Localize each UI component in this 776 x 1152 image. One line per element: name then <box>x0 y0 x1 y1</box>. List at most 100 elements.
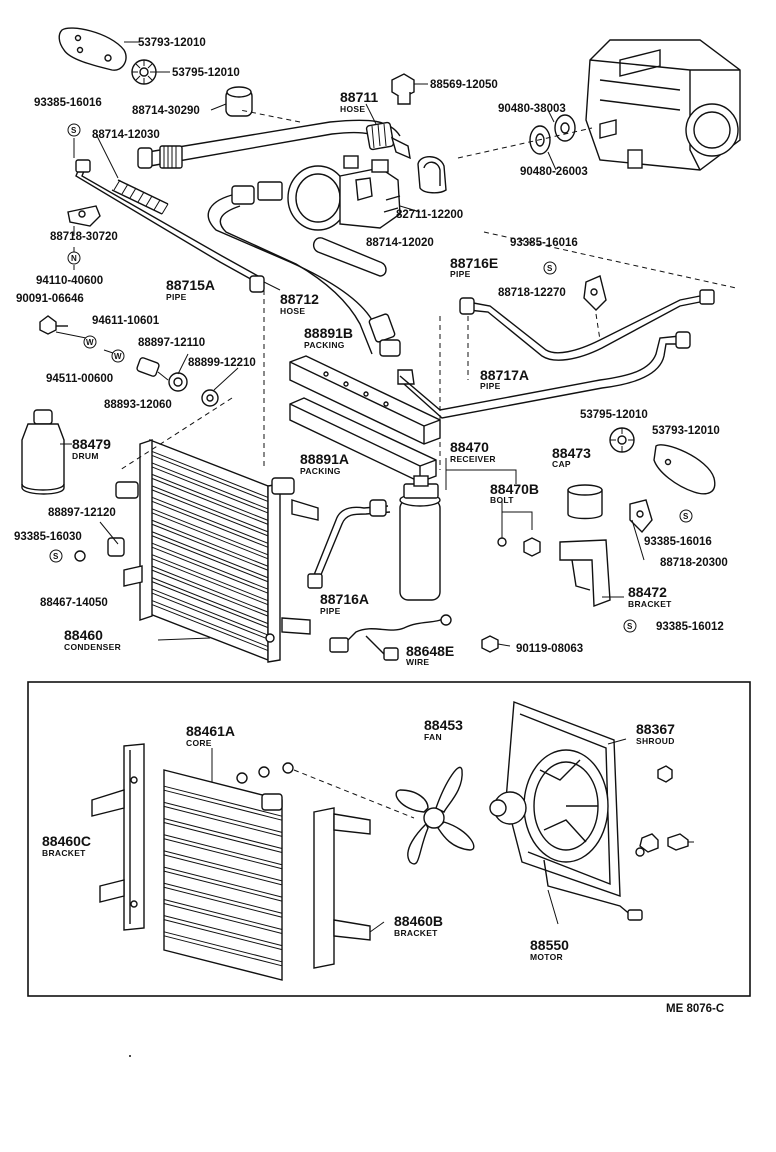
fan-assembly-box <box>27 681 751 997</box>
label-88461A: 88461A <box>186 723 235 739</box>
fin-line <box>163 902 283 934</box>
label-90480-38003: 90480-38003 <box>498 103 566 115</box>
fin-line <box>151 462 269 510</box>
label-88718-30720: 88718-30720 <box>50 231 118 243</box>
label-53793-12010-b: 53793-12010 <box>652 425 720 437</box>
plate-53793-drawing <box>58 27 127 71</box>
clip-82711-drawing <box>417 156 447 194</box>
label-93385-16012: 93385-16012 <box>656 621 724 633</box>
label-53795-12010: 53795-12010 <box>172 67 240 79</box>
label-88470B-name: BOLT <box>490 495 514 505</box>
wire-88648E-drawing <box>329 614 452 661</box>
condenser-88460-drawing <box>107 438 319 663</box>
bolt-90119-drawing <box>481 635 511 653</box>
symbol-w-icon: W <box>111 349 125 363</box>
label-94110-40600: 94110-40600 <box>36 275 103 287</box>
packing-88891A-drawing <box>289 397 437 483</box>
label-88714-12020: 88714-12020 <box>366 237 434 249</box>
fin-line <box>151 496 269 544</box>
symbol-s-icon: S <box>49 549 63 563</box>
pipe-88716E-drawing <box>459 289 715 361</box>
label-88893-12060: 88893-12060 <box>104 399 172 411</box>
fin-line <box>163 915 283 947</box>
label-88891A: 88891A <box>300 451 349 467</box>
symbol-n-icon: N <box>67 251 81 265</box>
fin-line <box>151 485 269 533</box>
fin-line <box>151 519 269 567</box>
grommet-90480-drawing <box>529 114 576 155</box>
label-88569-12050: 88569-12050 <box>430 79 498 91</box>
label-88550-name: MOTOR <box>530 952 563 962</box>
symbol-w-icon: W <box>83 335 97 349</box>
label-88716E-name: PIPE <box>450 269 471 279</box>
fin-line <box>151 473 269 521</box>
fin-line <box>163 801 283 833</box>
label-88648E-name: WIRE <box>406 657 429 667</box>
fin-line <box>163 822 283 854</box>
label-88891B-name: PACKING <box>304 340 345 350</box>
label-88716E: 88716E <box>450 255 498 271</box>
symbol-s-icon: S <box>67 123 81 137</box>
fin-line <box>151 489 269 537</box>
fin-line <box>163 866 283 898</box>
fin-line <box>163 818 283 850</box>
label-88717A-name: PIPE <box>480 381 501 391</box>
shroud-88367-drawing <box>489 701 643 921</box>
fin-line <box>151 500 269 548</box>
fin-line <box>163 882 283 914</box>
fin-line <box>151 581 269 629</box>
core-88461A-drawing <box>163 769 283 981</box>
label-88712-name: HOSE <box>280 306 305 316</box>
label-93385-16016-c: 93385-16016 <box>644 536 712 548</box>
label-88648E: 88648E <box>406 643 454 659</box>
label-88460C-name: BRACKET <box>42 848 86 858</box>
fin-line <box>151 512 269 560</box>
label-94511-00600: 94511-00600 <box>46 373 113 385</box>
label-88470B: 88470B <box>490 481 539 497</box>
clamp-88718-20300-drawing <box>629 499 653 534</box>
fin-line <box>163 886 283 918</box>
fin-line <box>151 535 269 583</box>
sleeve-88714-12020-drawing <box>312 237 387 277</box>
label-88460B-name: BRACKET <box>394 928 438 938</box>
symbol-s-icon: S <box>679 509 693 523</box>
fin-line <box>151 542 269 590</box>
diagram-code: ME 8076-C <box>666 1003 724 1015</box>
plate-53793-b-drawing <box>653 444 716 495</box>
label-88712: 88712 <box>280 291 319 307</box>
fan-88453-drawing <box>395 766 475 865</box>
label-93385-16016-b: 93385-16016 <box>510 237 578 249</box>
label-53795-12010-b: 53795-12010 <box>580 409 648 421</box>
label-88716A: 88716A <box>320 591 369 607</box>
sleeve-88714-12030-drawing <box>111 179 169 215</box>
fin-line <box>151 523 269 571</box>
fin-line <box>163 919 283 951</box>
label-88715A-name: PIPE <box>166 292 187 302</box>
blower-unit-drawing <box>585 39 741 171</box>
fin-line <box>163 854 283 886</box>
hose-88711-drawing <box>137 119 411 169</box>
fin-line <box>151 554 269 602</box>
label-88718-12270: 88718-12270 <box>498 287 566 299</box>
label-90091-06646: 90091-06646 <box>16 293 84 305</box>
label-88891B: 88891B <box>304 325 353 341</box>
bushing-88893-drawing <box>136 357 160 377</box>
fin-line <box>163 789 283 821</box>
label-88367-name: SHROUD <box>636 736 675 746</box>
grommet-88897-12110-drawing <box>168 372 188 392</box>
label-94611-10601: 94611-10601 <box>92 315 160 327</box>
label-88717A: 88717A <box>480 367 529 383</box>
label-88715A: 88715A <box>166 277 215 293</box>
fin-line <box>151 466 269 514</box>
drum-88479-drawing <box>21 409 65 495</box>
label-93385-16016: 93385-16016 <box>34 97 102 109</box>
fin-line <box>163 935 283 967</box>
packing-88891B-drawing <box>289 355 441 445</box>
label-90119-08063: 90119-08063 <box>516 643 583 655</box>
svg-text:N: N <box>71 254 77 263</box>
label-88897-12120: 88897-12120 <box>48 507 116 519</box>
fin-line <box>151 546 269 594</box>
compressor-drawing <box>287 155 401 231</box>
label-88716A-name: PIPE <box>320 606 341 616</box>
